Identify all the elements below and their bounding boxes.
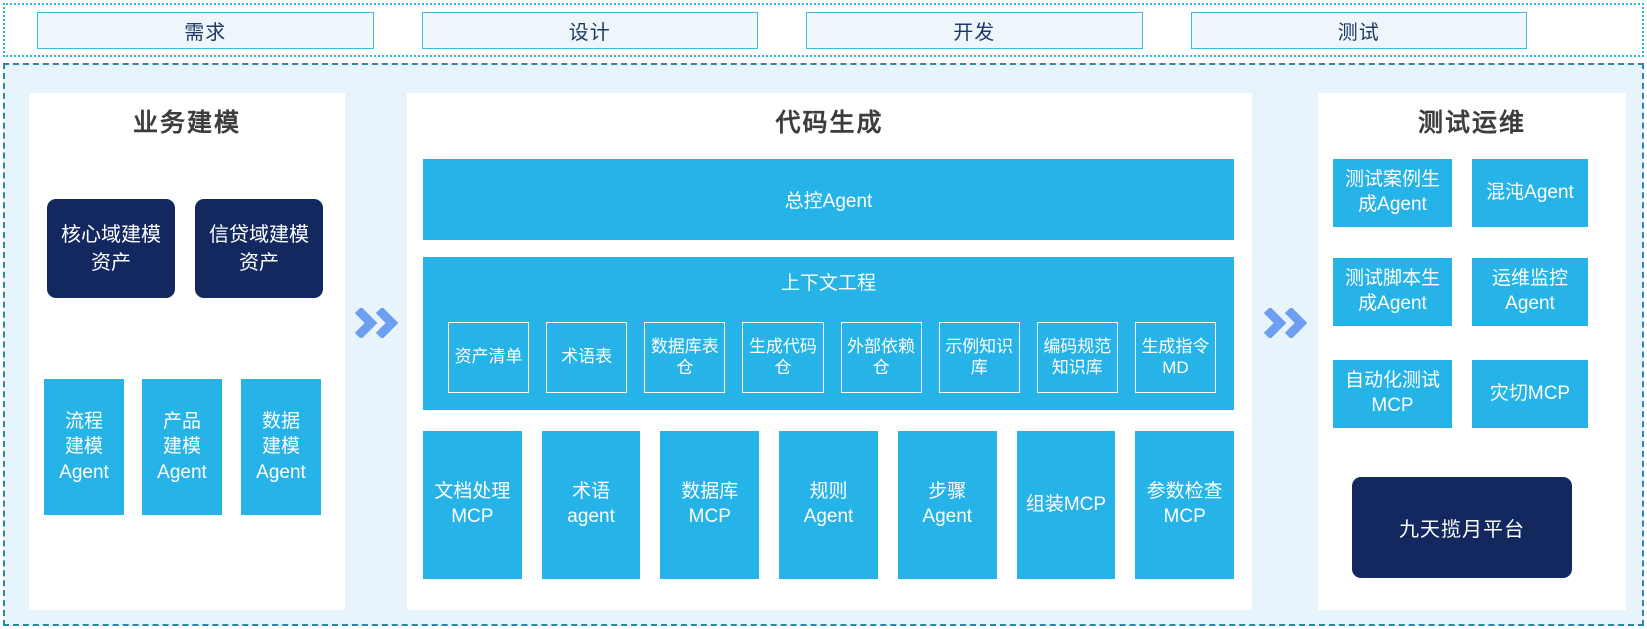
context-engineering-group: 上下文工程 资产清单 术语表 数据库表仓 生成代码仓 外部依赖仓 示例知识库 编… (423, 257, 1234, 410)
box-credit-domain-assets: 信贷域建模资产 (195, 199, 323, 298)
panel-business-modeling: 业务建模 核心域建模资产 信贷域建模资产 流程建模Agent 产品建模Agent… (29, 93, 345, 610)
box-data-modeling-agent: 数据建模Agent (241, 379, 321, 515)
phase-development: 开发 (806, 11, 1143, 49)
phase-testing: 测试 (1190, 11, 1527, 49)
box-glossary: 术语表 (546, 322, 628, 393)
context-engineering-title: 上下文工程 (780, 273, 876, 294)
box-rule-agent: 规则Agent (779, 431, 878, 579)
box-test-script-gen-agent: 测试脚本生成Agent (1333, 258, 1452, 326)
box-param-check-mcp: 参数检查MCP (1135, 431, 1235, 579)
box-core-domain-assets: 核心域建模资产 (47, 199, 175, 298)
box-external-deps-repo: 外部依赖仓 (840, 322, 922, 393)
panel-code-generation: 代码生成 总控Agent 上下文工程 资产清单 术语表 数据库表仓 生成代码仓 … (407, 93, 1252, 610)
box-process-modeling-agent: 流程建模Agent (44, 379, 124, 515)
tools-row: 文档处理MCP 术语agent 数据库MCP 规则Agent 步骤Agent 组… (423, 431, 1235, 579)
panel-title: 业务建模 (132, 109, 241, 137)
box-db-table-repo: 数据库表仓 (644, 322, 726, 393)
box-asset-list: 资产清单 (448, 322, 530, 393)
context-items-row: 资产清单 术语表 数据库表仓 生成代码仓 外部依赖仓 示例知识库 编码规范知识库… (448, 322, 1216, 393)
box-automated-test-mcp: 自动化测试MCP (1333, 360, 1452, 428)
box-generation-instruction-md: 生成指令MD (1134, 322, 1216, 393)
box-database-mcp: 数据库MCP (660, 431, 760, 579)
box-assembly-mcp: 组装MCP (1016, 431, 1116, 579)
phase-design: 设计 (421, 11, 758, 49)
panel-test-ops: 测试运维 测试案例生成Agent 混沌Agent 测试脚本生成Agent 运维监… (1318, 93, 1626, 610)
panel-title: 代码生成 (775, 109, 884, 137)
box-jiutian-lanyue-platform: 九天揽月平台 (1352, 477, 1572, 578)
box-coding-standard-kb: 编码规范知识库 (1036, 322, 1118, 393)
box-master-agent: 总控Agent (423, 159, 1234, 240)
main-container: 业务建模 核心域建模资产 信贷域建模资产 流程建模Agent 产品建模Agent… (3, 63, 1644, 626)
flow-arrow-icon (354, 308, 398, 338)
phase-requirements: 需求 (37, 11, 374, 49)
flow-arrow-icon (1263, 308, 1307, 338)
box-ops-monitoring-agent: 运维监控Agent (1472, 258, 1588, 326)
panel-title: 测试运维 (1417, 109, 1526, 137)
box-step-agent: 步骤Agent (897, 431, 997, 579)
box-example-knowledge-base: 示例知识库 (938, 322, 1020, 393)
box-test-case-gen-agent: 测试案例生成Agent (1333, 159, 1452, 227)
box-generated-code-repo: 生成代码仓 (742, 322, 824, 393)
box-doc-processing-mcp: 文档处理MCP (423, 431, 522, 579)
phase-strip: 需求 设计 开发 测试 (3, 3, 1644, 57)
box-glossary-agent: 术语agent (541, 431, 641, 579)
box-product-modeling-agent: 产品建模Agent (142, 379, 222, 515)
box-chaos-agent: 混沌Agent (1472, 159, 1588, 227)
box-disaster-switch-mcp: 灾切MCP (1472, 360, 1588, 428)
